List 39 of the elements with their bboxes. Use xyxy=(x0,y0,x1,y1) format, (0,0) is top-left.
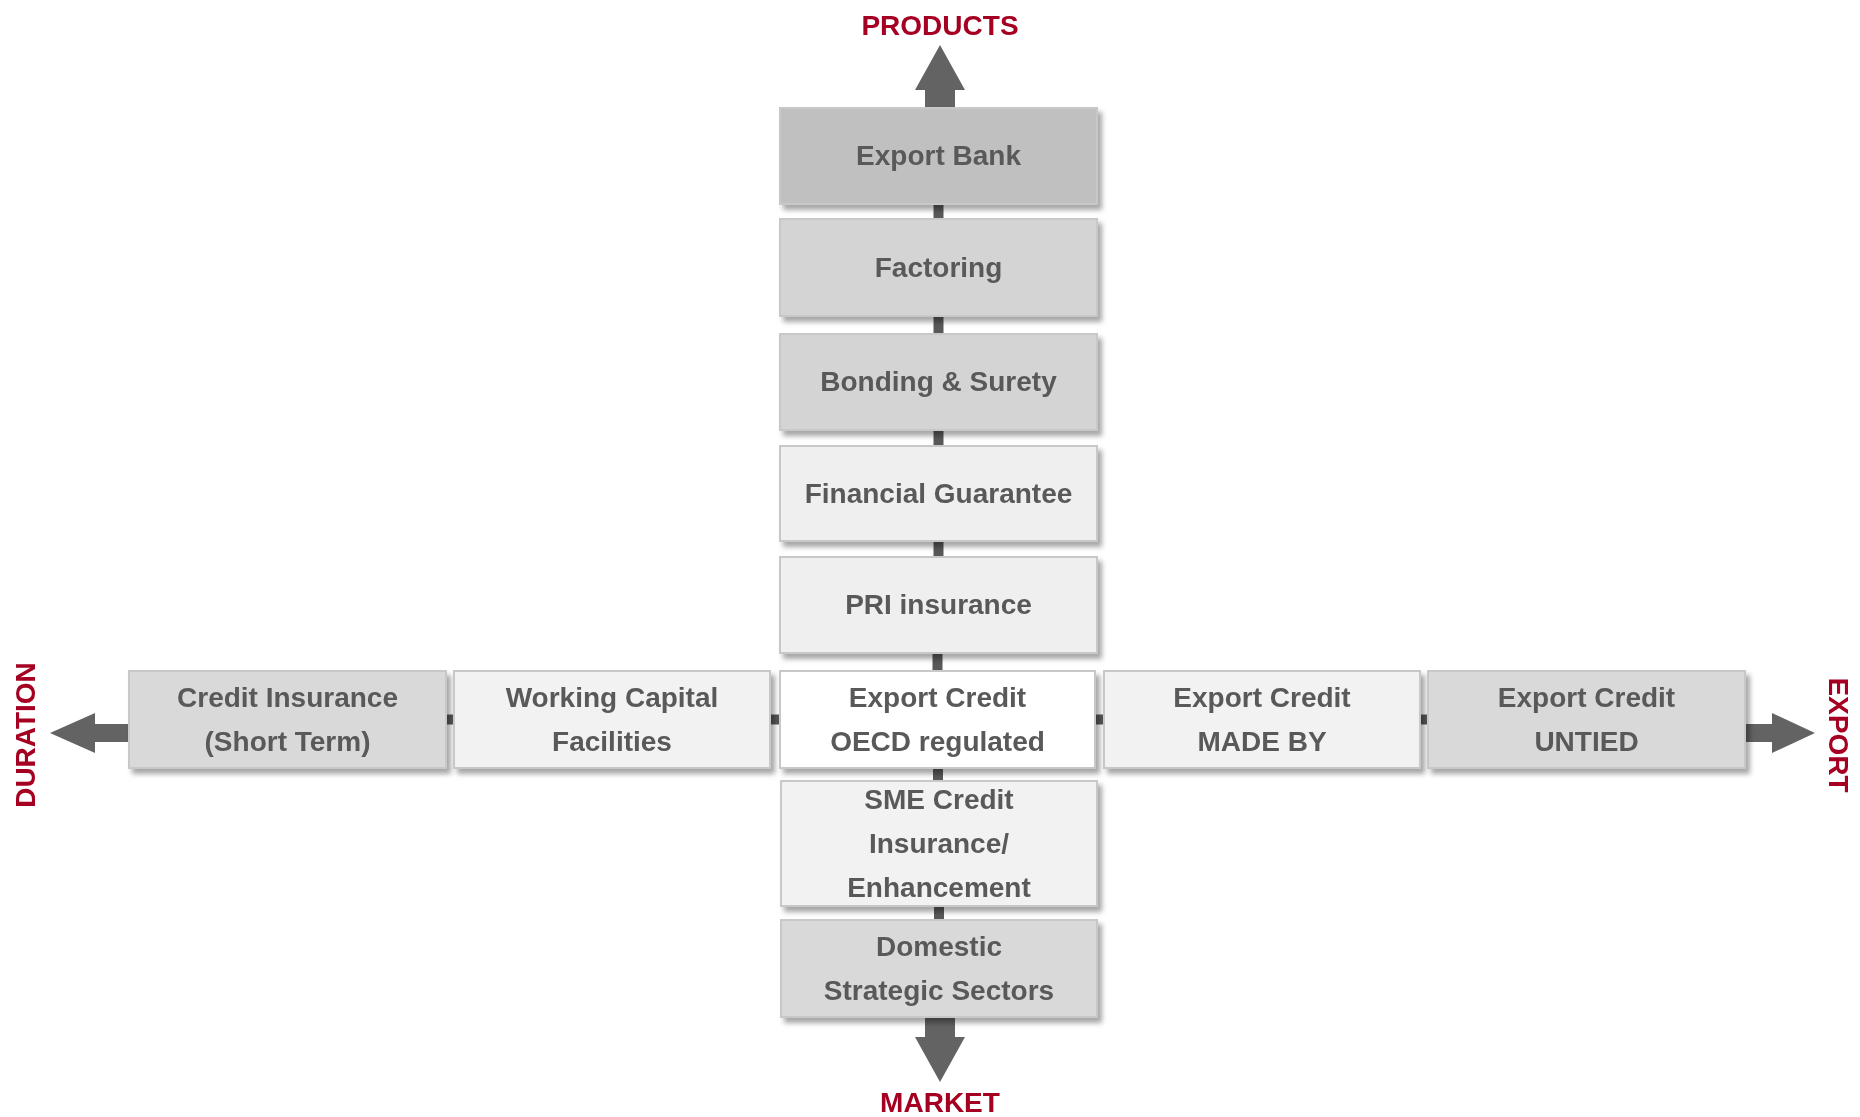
process-box xyxy=(779,670,1096,769)
connector xyxy=(934,907,944,919)
process-box xyxy=(1427,670,1746,769)
connector xyxy=(447,714,453,725)
box-label: Domestic Strategic Sectors xyxy=(822,929,1056,1008)
process-box xyxy=(1103,670,1421,769)
axis-label: MARKET xyxy=(880,1087,1000,1117)
axis-label: DURATION xyxy=(10,662,42,808)
connector xyxy=(933,769,943,780)
connector xyxy=(933,205,944,218)
connector xyxy=(932,654,943,670)
connector xyxy=(1421,714,1427,725)
box-label: Export Credit OECD regulated xyxy=(829,680,1046,759)
process-box xyxy=(780,780,1098,907)
process-box xyxy=(779,218,1098,317)
process-box xyxy=(779,333,1098,431)
process-box xyxy=(779,556,1098,654)
box-label: SME Credit Insurance/ Enhancement xyxy=(846,782,1032,905)
connector xyxy=(771,714,779,725)
box-label: Working Capital Facilities xyxy=(504,680,720,759)
axis-label: PRODUCTS xyxy=(861,10,1019,42)
process-box xyxy=(779,445,1098,542)
box-label: PRI insurance xyxy=(845,588,1032,622)
process-box xyxy=(779,107,1098,205)
connector xyxy=(933,317,944,333)
box-label: Financial Guarantee xyxy=(804,476,1073,511)
connector xyxy=(933,542,944,556)
process-box xyxy=(128,670,447,769)
box-label: Bonding & Surety xyxy=(820,365,1057,399)
connector xyxy=(933,431,944,445)
box-label: Export Credit MADE BY xyxy=(1172,680,1352,759)
box-label: Credit Insurance (Short Term) xyxy=(176,680,399,759)
box-label: Factoring xyxy=(874,250,1003,285)
process-box xyxy=(780,919,1098,1018)
process-box xyxy=(453,670,771,769)
box-label: Export Credit UNTIED xyxy=(1496,680,1677,759)
axis-label: EXPORT xyxy=(1822,677,1854,793)
connector xyxy=(1096,714,1103,725)
box-label: Export Bank xyxy=(856,139,1021,173)
